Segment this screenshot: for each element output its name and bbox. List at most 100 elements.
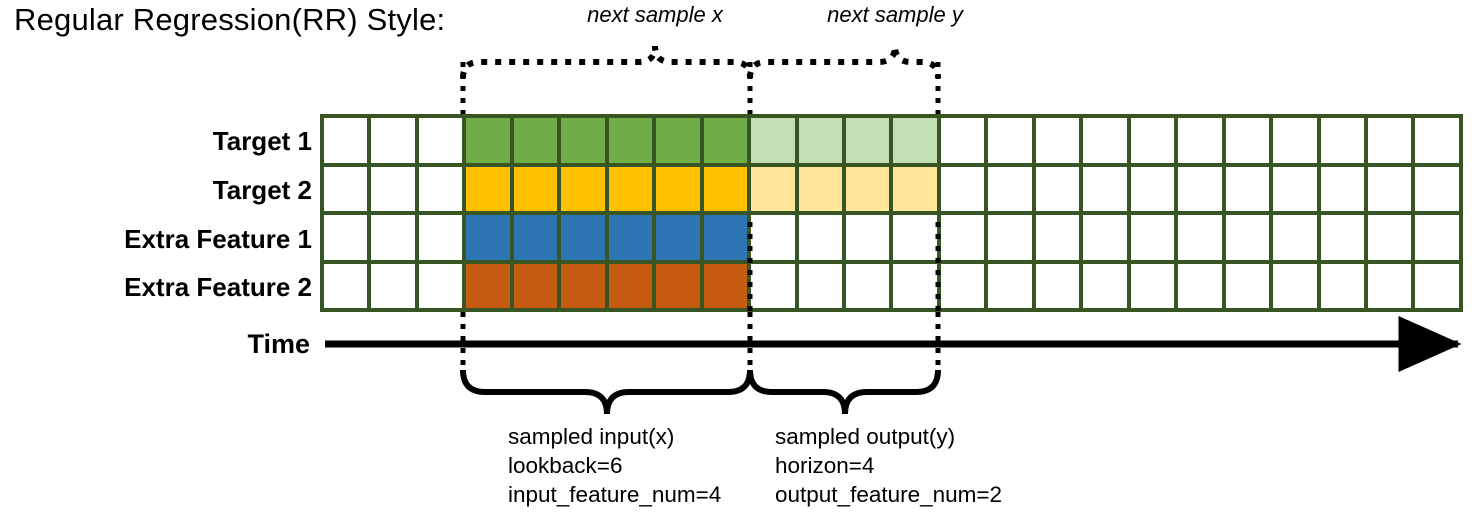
top-brace-next-sample-y <box>747 45 941 79</box>
table-row <box>324 166 1459 211</box>
grid-cell <box>988 118 1032 163</box>
grid-cell <box>513 263 558 308</box>
grid-cell <box>608 166 653 211</box>
grid-cell <box>893 263 937 308</box>
grid-cell <box>656 166 700 211</box>
row-label-extra-feature-2: Extra Feature 2 <box>124 272 312 302</box>
grid-cell <box>1367 118 1412 163</box>
grid-cell <box>1320 215 1364 260</box>
grid-cell <box>1273 118 1317 163</box>
grid-cell <box>988 263 1032 308</box>
grid-cell <box>466 263 510 308</box>
grid-cell <box>1273 263 1317 308</box>
time-axis-label: Time <box>247 329 310 359</box>
grid-cell <box>1225 118 1270 163</box>
grid-cell <box>1035 215 1080 260</box>
grid-cell <box>798 263 842 308</box>
grid-cell <box>324 118 368 163</box>
grid-cell <box>1273 166 1317 211</box>
grid-cell <box>845 118 890 163</box>
top-braces <box>460 45 941 79</box>
grid-cell <box>418 118 463 163</box>
grid-cell <box>1367 215 1412 260</box>
grid-cell <box>656 215 700 260</box>
bottom-brace-sampled-output <box>747 369 941 415</box>
top-brace-label-next-sample-y: next sample y <box>827 2 963 27</box>
bottom-braces <box>460 369 941 415</box>
grid-cell <box>418 166 463 211</box>
grid-cell <box>1083 166 1127 211</box>
grid-cell <box>1035 263 1080 308</box>
row-label-target-1: Target 1 <box>212 126 312 156</box>
caption-output-line-2: horizon=4 <box>775 453 875 478</box>
grid-cell <box>893 166 937 211</box>
grid-cell <box>371 118 415 163</box>
caption-output-line-3: output_feature_num=2 <box>775 482 1003 507</box>
grid-cell <box>1083 263 1127 308</box>
grid-cell <box>703 166 748 211</box>
grid-cell <box>1130 118 1175 163</box>
grid-cell <box>1130 166 1175 211</box>
grid-cell <box>988 166 1032 211</box>
grid-cell <box>656 263 700 308</box>
grid-cell <box>371 263 415 308</box>
grid-cell <box>324 166 368 211</box>
grid-cell <box>798 166 842 211</box>
table-row <box>324 263 1459 308</box>
grid-cell <box>1225 263 1270 308</box>
grid-cell <box>1178 118 1222 163</box>
grid-cell <box>1178 263 1222 308</box>
grid-cell <box>751 166 795 211</box>
grid-cell <box>418 215 463 260</box>
grid-cell <box>1225 166 1270 211</box>
caption-input-line-1: sampled input(x) <box>508 424 675 449</box>
grid-cell <box>1367 166 1412 211</box>
grid-cell <box>940 263 985 308</box>
grid-cell <box>513 215 558 260</box>
grid-cell <box>751 263 795 308</box>
grid-cell <box>940 118 985 163</box>
grid-cell <box>466 215 510 260</box>
grid-cell <box>988 215 1032 260</box>
grid-cell <box>1130 263 1175 308</box>
grid-cell <box>703 215 748 260</box>
caption-sampled-input: sampled input(x) lookback=6 input_featur… <box>508 422 721 509</box>
grid-cell <box>1320 118 1364 163</box>
grid-cell <box>1225 215 1270 260</box>
grid-cell <box>893 215 937 260</box>
caption-sampled-output: sampled output(y) horizon=4 output_featu… <box>775 422 1002 509</box>
grid-cell <box>940 215 985 260</box>
grid-cell <box>1320 263 1364 308</box>
grid-cell <box>1178 166 1222 211</box>
grid-cell <box>513 118 558 163</box>
top-brace-next-sample-x <box>460 45 753 79</box>
grid-cell <box>1320 166 1364 211</box>
grid-cell <box>1415 166 1459 211</box>
grid-cell <box>893 118 937 163</box>
grid-cell <box>1130 215 1175 260</box>
caption-input-line-2: lookback=6 <box>508 453 623 478</box>
grid-cell <box>324 215 368 260</box>
grid-cell <box>1083 215 1127 260</box>
top-brace-label-next-sample-x: next sample x <box>587 2 723 27</box>
grid-cell <box>608 118 653 163</box>
timeline-grid <box>320 114 1463 312</box>
grid-cell <box>1415 118 1459 163</box>
grid-cell <box>703 118 748 163</box>
grid-cell <box>798 215 842 260</box>
table-row <box>324 215 1459 260</box>
grid-cell <box>561 263 605 308</box>
grid-cell <box>1273 215 1317 260</box>
bottom-brace-sampled-input <box>460 369 753 415</box>
grid-cell <box>751 215 795 260</box>
grid-cell <box>1035 118 1080 163</box>
grid-cell <box>940 166 985 211</box>
grid-cell <box>1035 166 1080 211</box>
grid-cell <box>466 118 510 163</box>
grid-cell <box>608 215 653 260</box>
grid-cell <box>608 263 653 308</box>
grid-cell <box>371 166 415 211</box>
grid-cell <box>1415 263 1459 308</box>
grid-cell <box>513 166 558 211</box>
page-title: Regular Regression(RR) Style: <box>14 2 446 37</box>
